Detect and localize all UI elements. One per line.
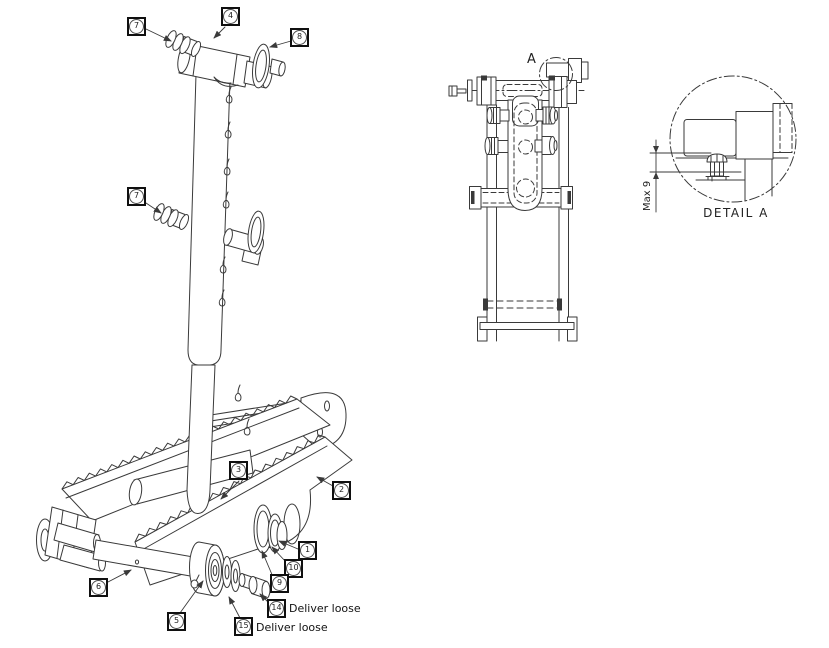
section-a-label: A: [527, 52, 536, 67]
callout-label: 7: [129, 19, 144, 34]
detail-callout-circle: [539, 57, 573, 91]
front-view: [448, 57, 589, 342]
front-view-top-tube: [470, 58, 589, 108]
callout-label: 10: [286, 561, 301, 576]
callout-label: 5: [169, 614, 184, 629]
detail-plate-lines: [675, 156, 789, 202]
lock-ring: [252, 43, 286, 89]
grooved-pin-middle: [153, 203, 190, 230]
callout-14: 14: [267, 599, 286, 618]
exploded-view: [36, 26, 353, 619]
weld-hooks: [218, 86, 251, 436]
front-view-tongue: [507, 95, 543, 211]
callout-label: 1: [300, 543, 315, 558]
mid-pin-with-keeper: [223, 210, 265, 266]
callout-2: 2: [332, 481, 351, 500]
callout-6: 6: [89, 578, 108, 597]
callout-label: 2: [334, 483, 349, 498]
callout-4: 4: [221, 7, 240, 26]
callout-15: 15: [234, 617, 253, 636]
callout-7-middle: 7: [127, 187, 146, 206]
front-view-bolt: [448, 79, 473, 102]
leader-lines: [107, 26, 334, 619]
callout-1: 1: [298, 541, 317, 560]
callout-label: 6: [91, 580, 106, 595]
detail-a-title: DETAIL A: [703, 206, 769, 220]
grooved-pin-top: [165, 30, 202, 57]
detail-stepped-pin: [683, 103, 793, 160]
detail-bolt: [705, 153, 730, 181]
detail-boundary-circle: [669, 75, 797, 203]
front-view-pins: [484, 106, 558, 155]
boom-cylinder: [186, 73, 231, 515]
detail-dimension: [649, 139, 742, 213]
callout-label: 4: [223, 9, 238, 24]
callout-9: 9: [270, 574, 289, 593]
deliver-loose-note-15: Deliver loose: [256, 621, 328, 634]
callout-label: 7: [129, 189, 144, 204]
shim-rings: [253, 504, 288, 554]
retaining-bolt: [238, 573, 271, 599]
callout-3: 3: [229, 461, 248, 480]
callout-10: 10: [284, 559, 303, 578]
deliver-loose-note-14: Deliver loose: [289, 602, 361, 615]
callout-5: 5: [167, 612, 186, 631]
front-view-rails: [477, 104, 578, 342]
callout-7-top: 7: [127, 17, 146, 36]
callout-label: 3: [231, 463, 246, 478]
callout-label: 9: [272, 576, 287, 591]
thrust-washers: [222, 556, 241, 592]
callout-8: 8: [290, 28, 309, 47]
callout-label: 15: [236, 619, 251, 634]
max-9-dimension: Max 9: [642, 180, 653, 211]
callout-label: 8: [292, 30, 307, 45]
callout-label: 14: [269, 601, 284, 616]
bearing-roller: [189, 541, 225, 597]
detail-a-view: [649, 75, 797, 213]
